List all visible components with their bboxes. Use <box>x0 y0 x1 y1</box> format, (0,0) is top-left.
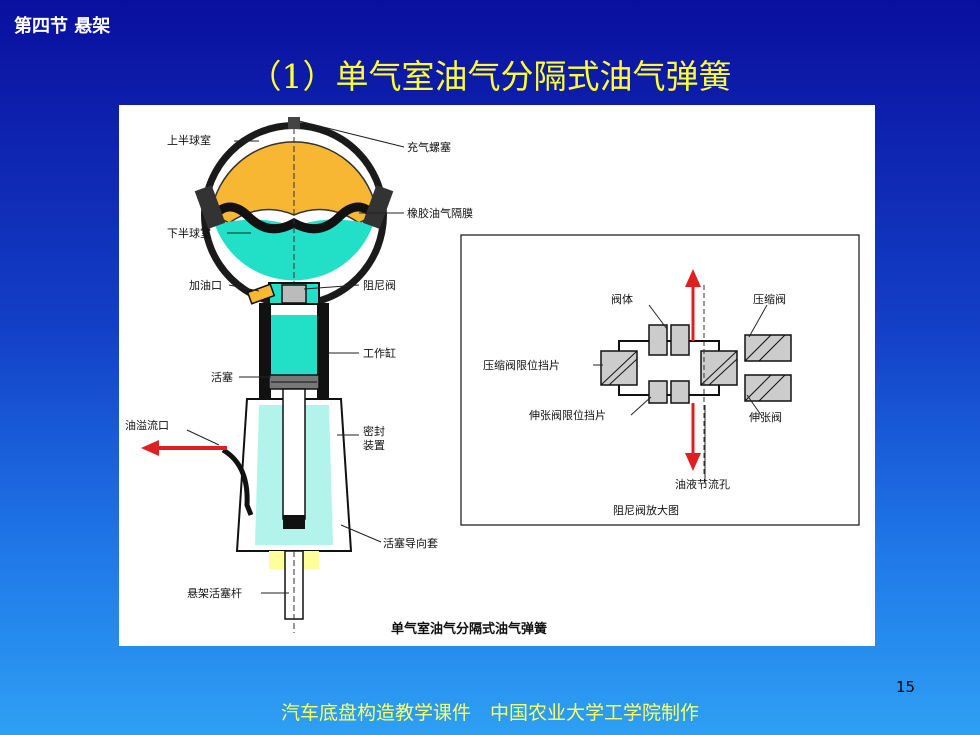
label-upper-chamber: 上半球室 <box>167 133 211 147</box>
label-inset-caption: 阻尼阀放大图 <box>613 503 679 517</box>
label-cylinder: 工作缸 <box>363 346 396 360</box>
oleo-pneumatic-spring-diagram: 上半球室 充气螺塞 橡胶油气隔膜 下半球室 加油口 阻尼阀 工作缸 活塞 油溢流… <box>125 117 860 637</box>
label-extension-valve: 伸张阀 <box>749 410 782 424</box>
label-valve-body: 阀体 <box>611 292 633 306</box>
arrow-down-head <box>685 453 701 471</box>
inner-rod <box>282 388 306 520</box>
label-piston-guide: 活塞导向套 <box>383 536 438 550</box>
footer-credit: 汽车底盘构造教学课件 中国农业大学工学院制作 <box>280 702 699 724</box>
label-piston-rod: 悬架活塞杆 <box>187 586 242 600</box>
figure-caption: 单气室油气分隔式油气弹簧 <box>391 621 547 637</box>
label-diaphragm: 橡胶油气隔膜 <box>407 206 473 220</box>
charge-plug <box>288 117 300 129</box>
label-seal-line1: 密封 <box>363 424 385 438</box>
upper-right-cap <box>670 324 690 356</box>
label-charge-plug: 充气螺塞 <box>407 140 451 154</box>
overflow-pipe <box>221 447 254 516</box>
inset-damping-valve: 阀体 压缩阀 压缩阀限位挡片 伸张阀限位挡片 伸张阀 油液节流孔 阻尼阀放大图 <box>460 234 860 526</box>
lower-right-cap <box>670 380 690 404</box>
label-overflow-port: 油溢流口 <box>125 418 169 432</box>
damping-valve-block <box>281 284 307 304</box>
label-seal-line2: 装置 <box>363 439 385 452</box>
section-title: 第四节 悬架 <box>14 16 111 37</box>
lower-left-cap <box>648 380 668 404</box>
extension-valve-disc <box>744 374 792 402</box>
overflow-arrow-head <box>141 440 159 456</box>
label-compression-stop: 压缩阀限位挡片 <box>483 358 560 372</box>
cylinder-oil <box>271 315 317 375</box>
label-damping-valve: 阻尼阀 <box>363 278 396 292</box>
compression-valve-disc <box>744 334 792 362</box>
diagram-panel: 上半球室 充气螺塞 橡胶油气隔膜 下半球室 加油口 阻尼阀 工作缸 活塞 油溢流… <box>119 105 875 646</box>
label-lower-chamber: 下半球室 <box>167 226 211 240</box>
page-number: 15 <box>896 678 916 696</box>
arrow-up-head <box>685 269 701 287</box>
fill-port <box>246 283 276 305</box>
spring-body <box>141 117 394 633</box>
slide-title: （1）单气室油气分隔式油气弹簧 <box>248 57 732 96</box>
upper-left-cap <box>648 324 668 356</box>
label-compression-valve: 压缩阀 <box>753 292 786 306</box>
label-fill-port: 加油口 <box>189 278 222 292</box>
label-piston: 活塞 <box>211 370 233 384</box>
label-extension-stop: 伸张阀限位挡片 <box>529 408 606 422</box>
label-orifice: 油液节流孔 <box>675 477 730 491</box>
